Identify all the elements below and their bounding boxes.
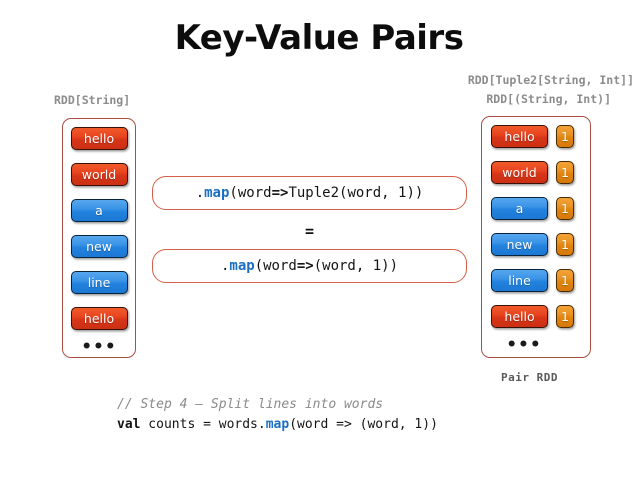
word-chip: a <box>491 197 548 220</box>
equals-sign: = <box>304 222 315 240</box>
list-item: hello <box>63 126 135 151</box>
word-chip: new <box>70 235 128 258</box>
code-keyword-map: map <box>229 258 255 274</box>
code-box-tuple-sugar: .map(word => (word, 1)) <box>152 249 467 283</box>
value-chip: 1 <box>556 305 574 328</box>
left-rdd-ellipsis: ••• <box>81 337 117 357</box>
code-keyword-map: map <box>265 417 290 432</box>
word-chip: line <box>491 269 548 292</box>
code-text: (word <box>254 258 297 274</box>
right-rdd-type-label-tuple2: RDD[Tuple2[String, Int]] <box>467 73 634 87</box>
value-chip: 1 <box>556 233 574 256</box>
value-chip: 1 <box>556 125 574 148</box>
list-item: line <box>63 270 135 295</box>
list-item: a 1 <box>482 196 590 221</box>
value-chip: 1 <box>556 161 574 184</box>
right-rdd-container: hello 1 world 1 a 1 new 1 line 1 hello 1… <box>481 116 591 358</box>
word-chip: hello <box>491 305 548 328</box>
right-rdd-rows: hello 1 world 1 a 1 new 1 line 1 hello 1… <box>482 117 590 357</box>
left-rdd-container: hello world a new line hello ••• <box>62 118 136 358</box>
code-comment: // Step 4 – Split lines into words <box>117 397 384 412</box>
word-chip: line <box>70 271 128 294</box>
value-chip: 1 <box>556 269 574 292</box>
code-dot: . <box>195 185 205 201</box>
list-item: world 1 <box>482 160 590 185</box>
word-chip: hello <box>70 127 128 150</box>
code-dot: . <box>220 258 230 274</box>
list-item: line 1 <box>482 268 590 293</box>
code-keyword-val: val <box>117 417 141 432</box>
word-chip: world <box>70 163 128 186</box>
list-item: new <box>63 234 135 259</box>
left-rdd-type-label: RDD[String] <box>54 93 131 107</box>
word-chip: hello <box>70 307 128 330</box>
right-rdd-ellipsis: ••• <box>506 335 542 355</box>
list-item: world <box>63 162 135 187</box>
value-chip: 1 <box>556 197 574 220</box>
page-title: Key-Value Pairs <box>174 18 464 58</box>
code-arrow: => <box>271 185 289 201</box>
code-text: (word <box>229 185 272 201</box>
bottom-code-snippet: // Step 4 – Split lines into words val c… <box>117 395 438 435</box>
list-item: new 1 <box>482 232 590 257</box>
code-line: val counts = words.map(word => (word, 1)… <box>117 415 438 435</box>
right-rdd-type-label-tuple: RDD[(String, Int)] <box>486 92 611 106</box>
code-text: (word => (word, 1)) <box>289 417 438 432</box>
list-item: a <box>63 198 135 223</box>
code-arrow: => <box>296 258 314 274</box>
code-keyword-map: map <box>204 185 230 201</box>
code-text: counts = words. <box>140 417 266 432</box>
code-box-tuple2: .map(word => Tuple2(word, 1)) <box>152 176 467 210</box>
list-item: hello <box>63 306 135 331</box>
word-chip: hello <box>491 125 548 148</box>
word-chip: world <box>491 161 548 184</box>
word-chip: a <box>70 199 128 222</box>
code-text: (word, 1)) <box>313 258 399 274</box>
left-rdd-rows: hello world a new line hello ••• <box>63 119 135 357</box>
list-item: hello 1 <box>482 304 590 329</box>
pair-rdd-label: Pair RDD <box>501 371 558 384</box>
word-chip: new <box>491 233 548 256</box>
code-text: Tuple2(word, 1)) <box>288 185 424 201</box>
list-item: hello 1 <box>482 124 590 149</box>
